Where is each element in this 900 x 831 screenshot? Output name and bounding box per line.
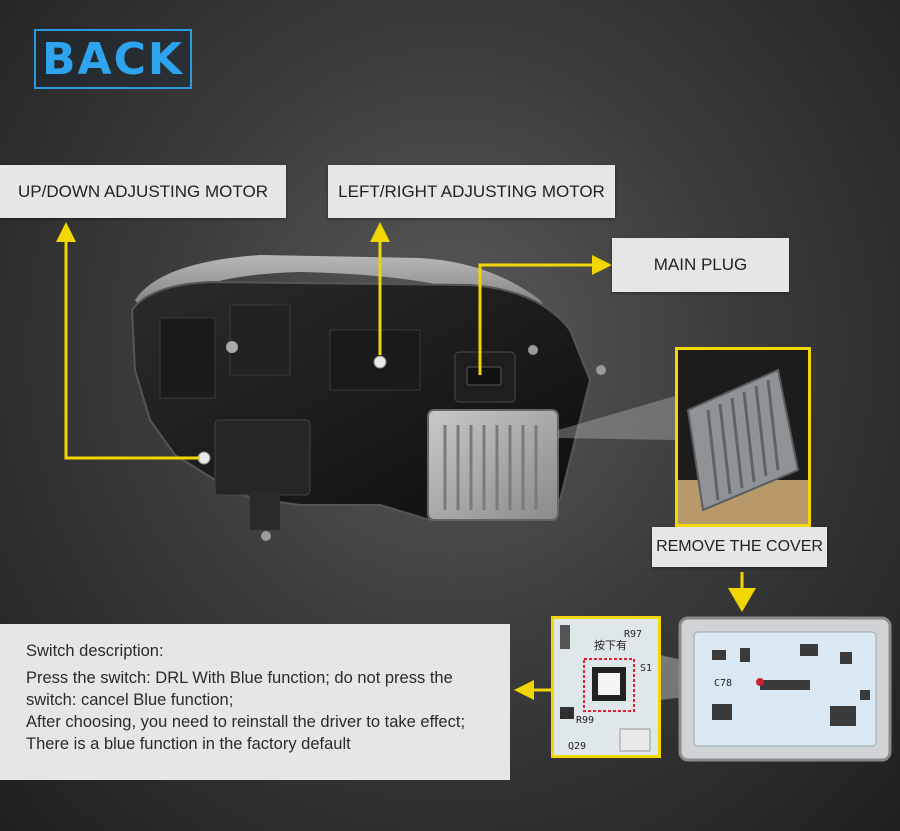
pcb-r99-label: R99 [576,715,595,726]
pcb-components [712,644,870,726]
pcb-switch-marker [756,678,764,686]
bracket-top [229,304,291,376]
driver-fins [443,425,538,510]
remove-cover-label: REMOVE THE COVER [652,527,827,567]
adjust-screw [226,341,238,353]
driver-cover-photo [678,350,808,524]
bracket-left [159,317,216,399]
driver-cover-inset [675,347,811,527]
pcb-r97-label: R97 [624,629,643,640]
pcb-closeup-inset: 按下有 R97 S1 D9 R99 Q29 [551,616,661,758]
arrow-heads [56,222,756,700]
leftright-motor-label: LEFT/RIGHT ADJUSTING MOTOR [328,165,615,218]
description-line: switch: cancel Blue function; [26,691,234,709]
pcb-cn-label: 按下有 [594,639,627,652]
back-label: BACK [42,33,184,85]
zoom-wedge-cover [558,396,675,440]
description-line: There is a blue function in the factory … [26,735,351,753]
pcb-closeup-photo [554,619,658,755]
side-screw-2 [596,365,606,375]
pcb-q29-label: Q29 [568,741,587,752]
mount-bracket [250,490,280,530]
switch-description-box: Switch description: Press the switch: DR… [0,624,510,780]
back-badge: BACK [34,29,192,89]
description-line: Press the switch: DRL With Blue function… [26,669,453,687]
plug-socket [466,366,502,386]
updown-motor-label: UP/DOWN ADJUSTING MOTOR [0,165,286,218]
leftright-motor-screw [373,355,387,369]
pcb-c78-label: C78 [714,678,733,689]
pcb-d9-label: D9 [560,711,573,722]
pcb-s1-label: S1 [640,663,653,674]
mount-screw [261,531,271,541]
lens-rim [135,255,560,330]
updown-motor [214,419,311,496]
side-screw [528,345,538,355]
description-line: After choosing, you need to reinstall th… [26,713,466,731]
driver-module [427,409,559,521]
switch-description-title: Switch description: [26,642,164,660]
main-plug-label: MAIN PLUG [612,238,789,292]
